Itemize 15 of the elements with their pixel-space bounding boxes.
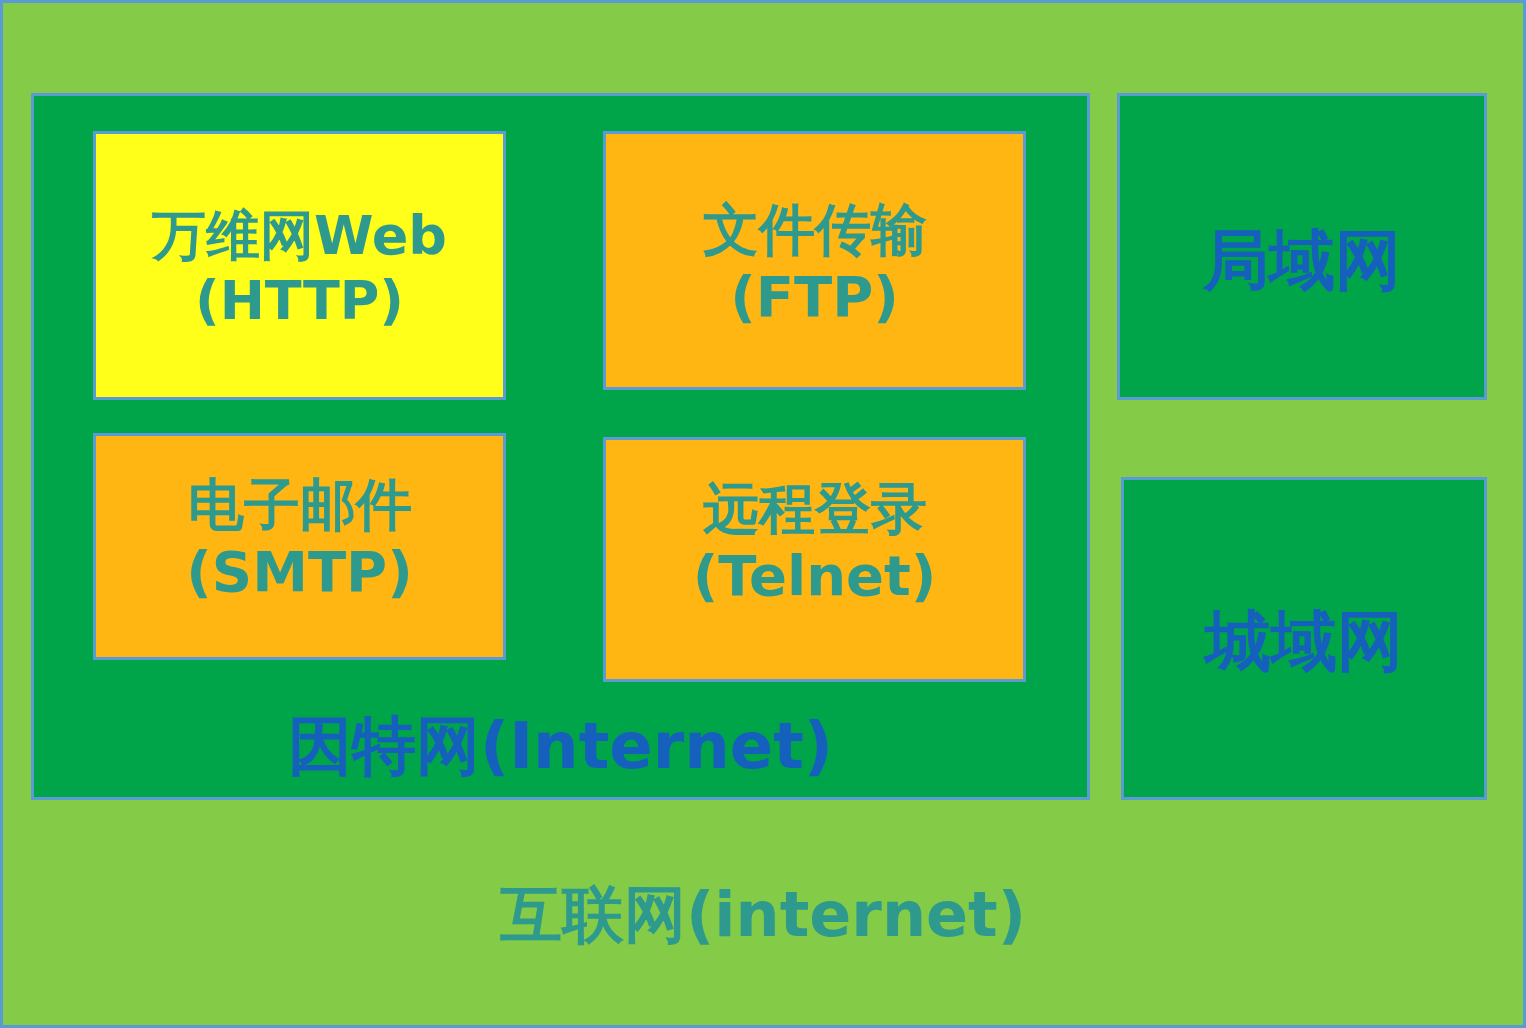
protocol-box bbox=[93, 131, 506, 400]
network-box bbox=[31, 93, 1090, 800]
protocol-box bbox=[603, 437, 1026, 682]
protocol-box bbox=[93, 433, 506, 660]
box-label: 电子邮件 (SMTP) bbox=[185, 471, 414, 606]
network-box bbox=[1121, 477, 1487, 800]
box-label: 互联网(internet) bbox=[498, 878, 1028, 953]
box-label: 局域网 bbox=[1201, 221, 1402, 301]
network-box bbox=[1117, 93, 1487, 400]
box-label: 文件传输 (FTP) bbox=[701, 196, 928, 331]
box-label: 城域网 bbox=[1202, 602, 1404, 682]
box-label: 远程登录 (Telnet) bbox=[691, 475, 938, 610]
box-label: 万维网Web (HTTP) bbox=[150, 204, 448, 334]
protocol-box bbox=[603, 131, 1026, 390]
box-label: 因特网(Internet) bbox=[287, 708, 834, 785]
